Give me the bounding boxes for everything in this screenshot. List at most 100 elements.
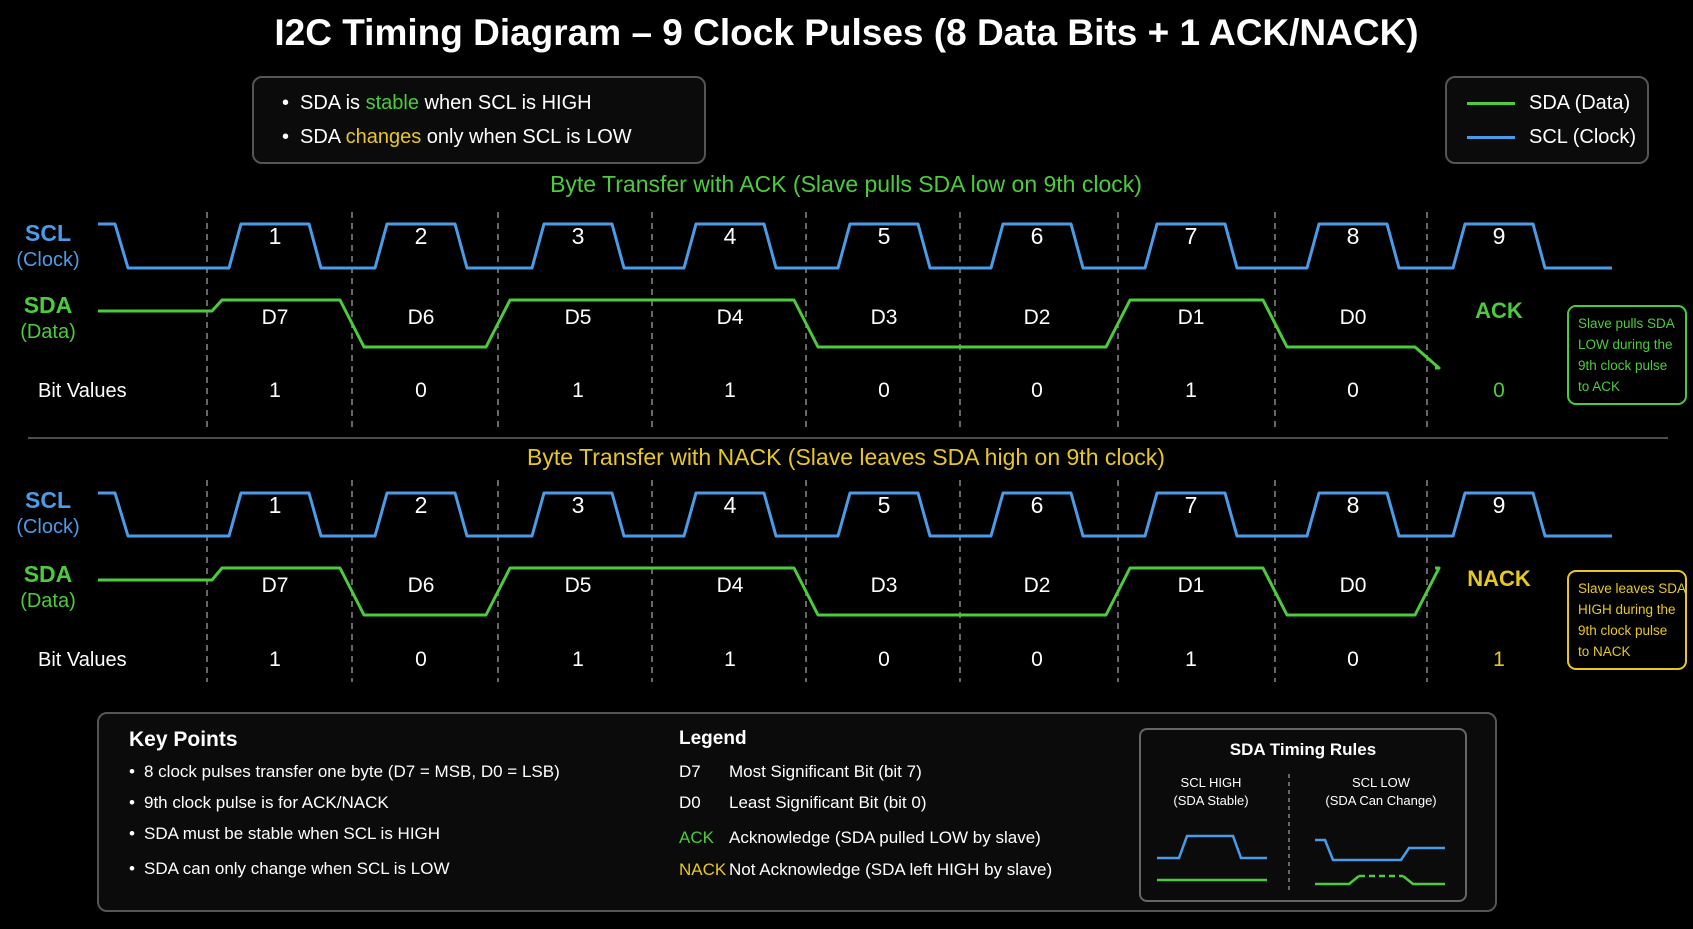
clock-pulse-number: 1 bbox=[269, 492, 282, 518]
bit-value: 0 bbox=[878, 648, 890, 671]
sda-sublabel: (Data) bbox=[20, 590, 76, 612]
sda-waveform bbox=[98, 298, 1441, 370]
bit-value: 1 bbox=[1493, 648, 1505, 671]
sda-label: SDA bbox=[24, 561, 73, 587]
signal-legend: SDA (Data) SCL (Clock) bbox=[1445, 76, 1649, 164]
clock-pulse-number: 8 bbox=[1347, 223, 1360, 249]
bit-value: 0 bbox=[878, 379, 890, 402]
data-bit-label: D7 bbox=[262, 306, 289, 329]
scl-label: SCL bbox=[25, 487, 71, 513]
sda-timing-rules: SDA Timing Rules SCL HIGH(SDA Stable) SC… bbox=[1139, 728, 1467, 902]
data-bit-label: D1 bbox=[1178, 306, 1205, 329]
data-bit-label: D5 bbox=[565, 306, 592, 329]
data-bit-label: D4 bbox=[717, 306, 744, 329]
legend-desc-ack: Acknowledge (SDA pulled LOW by slave) bbox=[729, 828, 1041, 847]
data-bit-label: D6 bbox=[408, 306, 435, 329]
clock-pulse-number: 3 bbox=[572, 223, 585, 249]
bit-value: 1 bbox=[269, 648, 281, 671]
legend-title: Legend bbox=[679, 728, 747, 749]
clock-pulse-number: 9 bbox=[1493, 492, 1506, 518]
data-bit-label: D6 bbox=[408, 574, 435, 597]
page-title: I2C Timing Diagram – 9 Clock Pulses (8 D… bbox=[274, 12, 1419, 53]
side-note-line: 9th clock pulse bbox=[1578, 358, 1667, 373]
bit-value: 0 bbox=[1031, 648, 1043, 671]
clock-pulse-number: 3 bbox=[572, 492, 585, 518]
scl-sublabel: (Clock) bbox=[16, 249, 79, 271]
ack-bit-label: ACK bbox=[1475, 298, 1523, 323]
bit-value: 1 bbox=[269, 379, 281, 402]
panel-heading: Byte Transfer with ACK (Slave pulls SDA … bbox=[550, 171, 1142, 197]
side-note-line: to ACK bbox=[1578, 379, 1620, 394]
rule-high-scl-wave bbox=[1157, 834, 1267, 860]
data-bit-label: D7 bbox=[262, 574, 289, 597]
data-bit-label: D4 bbox=[717, 574, 744, 597]
panel-heading: Byte Transfer with NACK (Slave leaves SD… bbox=[527, 444, 1165, 470]
rule-scl-low: SCL LOW(SDA Can Change) bbox=[1325, 775, 1437, 808]
legend-key-nack: NACK bbox=[679, 860, 727, 879]
clock-pulse-number: 6 bbox=[1031, 492, 1044, 518]
data-bit-label: D5 bbox=[565, 574, 592, 597]
sda-label: SDA bbox=[24, 292, 73, 318]
side-note-line: Slave leaves SDA bbox=[1578, 581, 1686, 596]
data-bit-label: D2 bbox=[1024, 574, 1051, 597]
key-point-item: 8 clock pulses transfer one byte (D7 = M… bbox=[129, 762, 560, 782]
key-point-item: SDA can only change when SCL is LOW bbox=[129, 859, 450, 879]
data-bit-label: D0 bbox=[1340, 574, 1367, 597]
sda-waveform bbox=[98, 566, 1441, 617]
ack-bit-label: NACK bbox=[1467, 566, 1531, 591]
bit-value: 0 bbox=[415, 379, 427, 402]
data-bit-label: D0 bbox=[1340, 306, 1367, 329]
data-bit-label: D2 bbox=[1024, 306, 1051, 329]
legend-desc-nack: Not Acknowledge (SDA left HIGH by slave) bbox=[729, 860, 1053, 879]
legend-key-d0: D0 bbox=[679, 793, 701, 812]
rule-low-sda-wave bbox=[1315, 875, 1360, 886]
clock-pulse-number: 2 bbox=[415, 223, 428, 249]
clock-pulse-number: 5 bbox=[878, 223, 891, 249]
bit-value: 0 bbox=[415, 648, 427, 671]
legend-desc-d7: Most Significant Bit (bit 7) bbox=[729, 762, 922, 781]
bit-value: 0 bbox=[1347, 648, 1359, 671]
side-note-line: HIGH during the bbox=[1578, 602, 1676, 617]
clock-pulse-number: 7 bbox=[1185, 223, 1198, 249]
data-bit-label: D1 bbox=[1178, 574, 1205, 597]
side-note-box bbox=[1567, 305, 1687, 405]
clock-pulse-number: 9 bbox=[1493, 223, 1506, 249]
rule-low-sda-wave bbox=[1402, 875, 1445, 886]
legend-key-ack: ACK bbox=[679, 828, 714, 847]
bit-value: 1 bbox=[572, 379, 584, 402]
bit-value: 0 bbox=[1493, 379, 1505, 402]
bit-value: 0 bbox=[1031, 379, 1043, 402]
bit-value: 1 bbox=[1185, 648, 1197, 671]
clock-pulse-number: 4 bbox=[724, 492, 737, 518]
scl-swatch bbox=[1467, 136, 1515, 140]
side-note-line: LOW during the bbox=[1578, 337, 1673, 352]
side-note-line: 9th clock pulse bbox=[1578, 623, 1667, 638]
data-bit-label: D3 bbox=[871, 306, 898, 329]
clock-pulse-number: 5 bbox=[878, 492, 891, 518]
note-stable: SDA is stable when SCL is HIGH bbox=[282, 92, 592, 115]
legend-scl: SCL (Clock) bbox=[1467, 126, 1636, 149]
bit-values-label: Bit Values bbox=[38, 380, 127, 402]
bit-value: 1 bbox=[724, 379, 736, 402]
scl-waveform bbox=[98, 222, 1612, 270]
clock-pulse-number: 1 bbox=[269, 223, 282, 249]
bit-value: 1 bbox=[724, 648, 736, 671]
bit-value: 1 bbox=[572, 648, 584, 671]
key-points-panel: Key Points 8 clock pulses transfer one b… bbox=[97, 712, 1497, 912]
rules-title: SDA Timing Rules bbox=[1229, 740, 1377, 759]
clock-pulse-number: 8 bbox=[1347, 492, 1360, 518]
clock-pulse-number: 6 bbox=[1031, 223, 1044, 249]
sda-swatch bbox=[1467, 102, 1515, 106]
key-point-item: 9th clock pulse is for ACK/NACK bbox=[129, 793, 389, 813]
scl-waveform bbox=[98, 491, 1612, 538]
timing-notes-box: SDA is stable when SCL is HIGH SDA chang… bbox=[252, 76, 706, 164]
clock-pulse-number: 2 bbox=[415, 492, 428, 518]
bit-value: 0 bbox=[1347, 379, 1359, 402]
legend-key-d7: D7 bbox=[679, 762, 701, 781]
side-note-box bbox=[1567, 570, 1687, 670]
data-bit-label: D3 bbox=[871, 574, 898, 597]
bit-values-label: Bit Values bbox=[38, 649, 127, 671]
key-point-item: SDA must be stable when SCL is HIGH bbox=[129, 824, 440, 844]
key-points-title: Key Points bbox=[129, 728, 238, 751]
